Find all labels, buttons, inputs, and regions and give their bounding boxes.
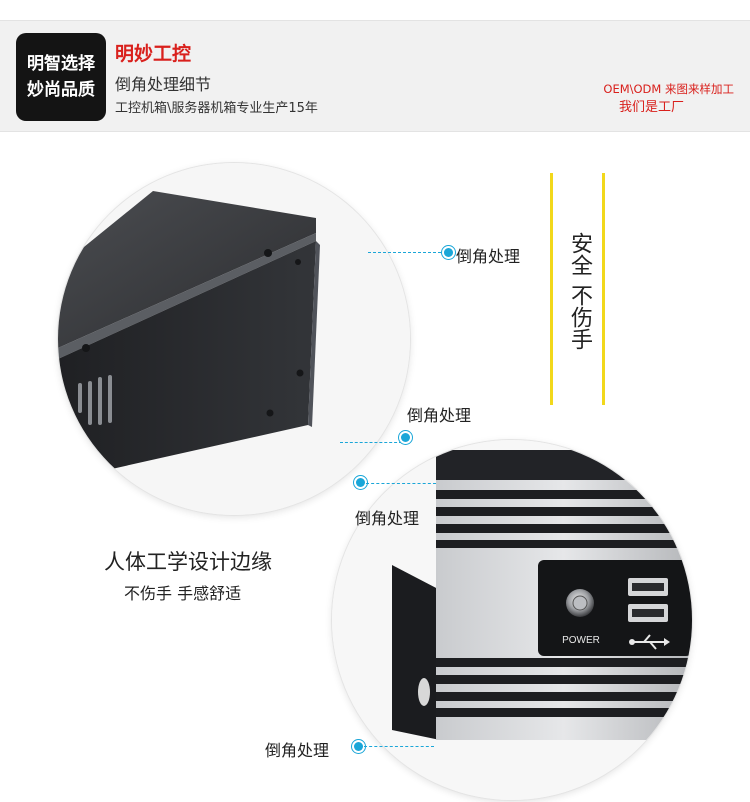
factory-notice: 我们是工厂 <box>618 100 684 115</box>
slogan-text: 安全 不伤手 <box>566 232 592 350</box>
callout-dot-top-right <box>444 248 453 257</box>
brand-badge: 明智选择 妙尚品质 <box>16 33 106 121</box>
badge-line-2: 妙尚品质 <box>27 80 95 100</box>
callout-dot-top-mid <box>401 433 410 442</box>
callout-line-top-right <box>368 252 446 253</box>
callout-dot-bottom <box>354 742 363 751</box>
slogan-bar-left <box>550 173 553 405</box>
callout-label-top-mid: 倒角处理 <box>407 406 472 425</box>
company-tagline: 工控机箱\服务器机箱专业生产15年 <box>115 101 318 116</box>
oem-notice: OEM\ODM 来图来样加工 <box>603 82 734 96</box>
callout-line-top-mid <box>340 442 402 443</box>
power-label: POWER <box>562 635 600 646</box>
slogan-line-2: 不伤手 <box>567 284 592 350</box>
ergonomics-subtitle: 不伤手 手感舒适 <box>124 584 242 603</box>
brand-name: 明妙工控 <box>115 43 192 65</box>
callout-label-mid-left: 倒角处理 <box>355 509 420 528</box>
ergonomics-title: 人体工学设计边缘 <box>104 550 272 574</box>
chassis-corner-image <box>58 163 410 515</box>
page-subtitle: 倒角处理细节 <box>115 75 212 94</box>
callout-label-top-right: 倒角处理 <box>456 247 521 266</box>
header-banner: 明智选择 妙尚品质 明妙工控 倒角处理细节 工控机箱\服务器机箱专业生产15年 … <box>0 20 750 132</box>
slogan-bar-right <box>602 173 605 405</box>
chassis-corner-closeup <box>58 163 410 515</box>
badge-line-1: 明智选择 <box>27 54 95 74</box>
callout-label-bottom: 倒角处理 <box>265 741 330 760</box>
callout-line-mid-left <box>366 483 436 484</box>
callout-line-bottom <box>364 746 434 747</box>
callout-dot-mid-left <box>356 478 365 487</box>
slogan-line-1: 安全 <box>567 232 592 276</box>
